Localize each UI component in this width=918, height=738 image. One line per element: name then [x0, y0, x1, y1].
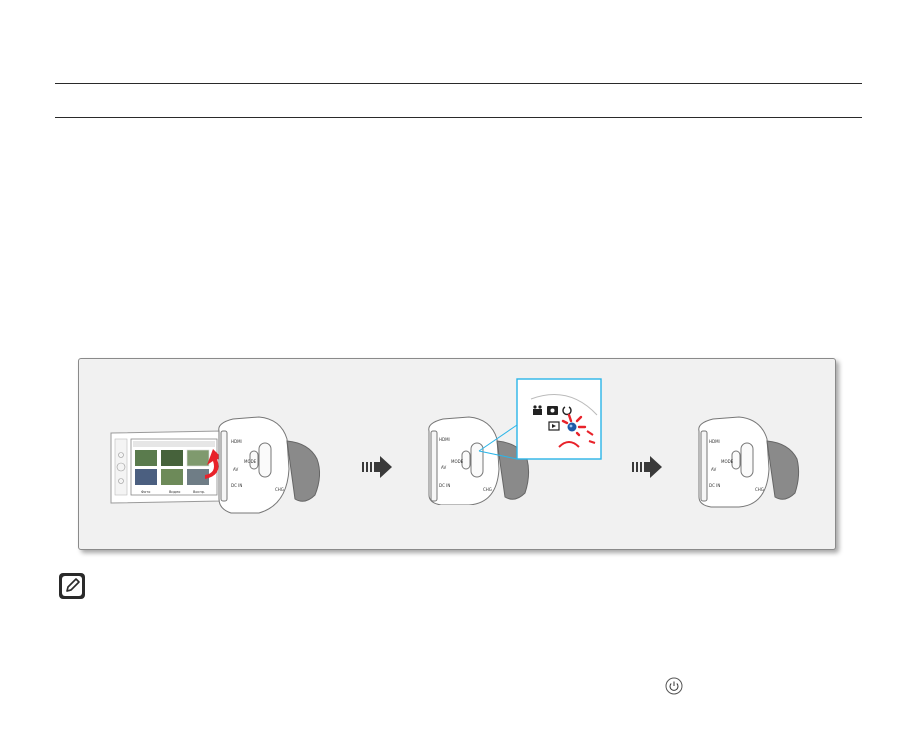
camcorder-mode-select: [428, 378, 602, 505]
note-icon: [59, 573, 85, 599]
label-chg-2: CHG: [483, 487, 492, 492]
ring-icon: [562, 406, 572, 416]
camcorder-body-2: [428, 416, 530, 505]
screen-btn-play: Воспр.: [193, 490, 205, 494]
camcorder-open-lcd: Фото Видео Воспр.: [110, 416, 321, 514]
screen-btn-photo: Фото: [141, 490, 150, 494]
illustration-panel: Фото Видео Воспр.: [78, 358, 836, 550]
label-mode-2: MODE: [451, 459, 464, 464]
label-dcin-3: DC IN: [709, 483, 721, 488]
label-mode-1: MODE: [244, 459, 257, 464]
label-av-1: AV: [233, 467, 239, 472]
arrow-right-icon: [632, 456, 662, 478]
camcorder-closed: [698, 416, 800, 508]
label-dcin-2: DC IN: [439, 483, 451, 488]
label-hdmi-1: HDMI: [231, 439, 242, 444]
camcorder-body-3: [698, 416, 800, 508]
label-mode-3: MODE: [721, 459, 734, 464]
camera-icon: [547, 406, 558, 415]
label-av-2: AV: [441, 465, 447, 470]
label-chg-1: CHG: [275, 487, 284, 492]
header-rule-bottom: [55, 117, 862, 118]
screen-btn-video: Видео: [169, 490, 180, 494]
header-rule-top: [55, 83, 862, 84]
camcorder-body: [218, 416, 321, 514]
power-icon: [665, 677, 683, 695]
label-hdmi-3: HDMI: [709, 439, 720, 444]
label-av-3: AV: [711, 467, 717, 472]
thumbnail-grid: [135, 449, 210, 485]
label-dcin-1: DC IN: [231, 483, 243, 488]
label-chg-3: CHG: [755, 487, 764, 492]
mode-led: [561, 413, 587, 437]
lcd-panel: Фото Видео Воспр.: [110, 430, 222, 504]
arrow-right-icon: [362, 456, 392, 478]
play-icon: [548, 421, 560, 431]
label-hdmi-2: HDMI: [439, 437, 450, 442]
movie-icon: [533, 405, 542, 415]
